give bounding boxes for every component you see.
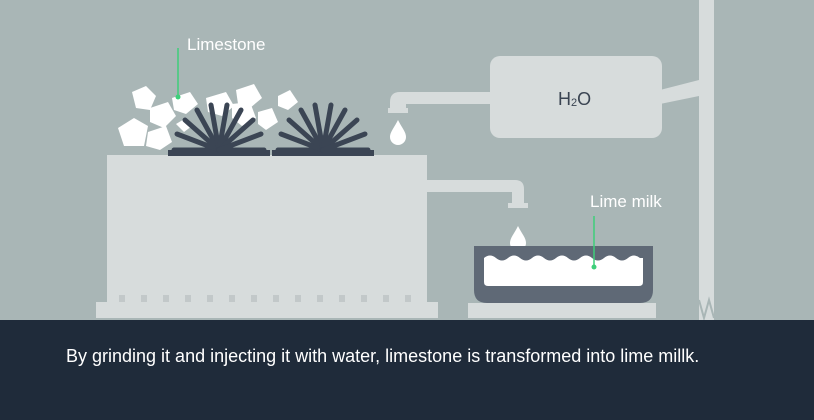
lime-milk-leader bbox=[591, 216, 597, 270]
lime-milk-label: Lime milk bbox=[590, 192, 662, 211]
limestone-label: Limestone bbox=[187, 35, 266, 54]
lime-drop-icon bbox=[510, 226, 526, 251]
supply-pipe bbox=[660, 0, 715, 320]
grinding-wheel-left bbox=[168, 102, 270, 156]
water-tank-label-end: O bbox=[577, 89, 592, 109]
grinding-wheels bbox=[168, 102, 374, 156]
water-tank-label-sub: 2 bbox=[571, 97, 578, 109]
caption-text: By grinding it and injecting it with wat… bbox=[66, 346, 700, 366]
water-drop-icon bbox=[390, 120, 406, 145]
grinder-machine bbox=[96, 155, 438, 318]
limestone-leader bbox=[175, 48, 181, 100]
water-pipe bbox=[388, 92, 490, 113]
water-tank-label-main: H bbox=[558, 89, 571, 109]
caption-bar: By grinding it and injecting it with wat… bbox=[0, 320, 814, 420]
water-tank bbox=[490, 56, 662, 138]
process-diagram bbox=[96, 0, 715, 320]
water-tank-label: H2O bbox=[558, 89, 591, 110]
grinding-wheel-right bbox=[272, 102, 374, 156]
outlet-pipe bbox=[427, 180, 528, 208]
lime-milk-tank bbox=[468, 246, 656, 318]
